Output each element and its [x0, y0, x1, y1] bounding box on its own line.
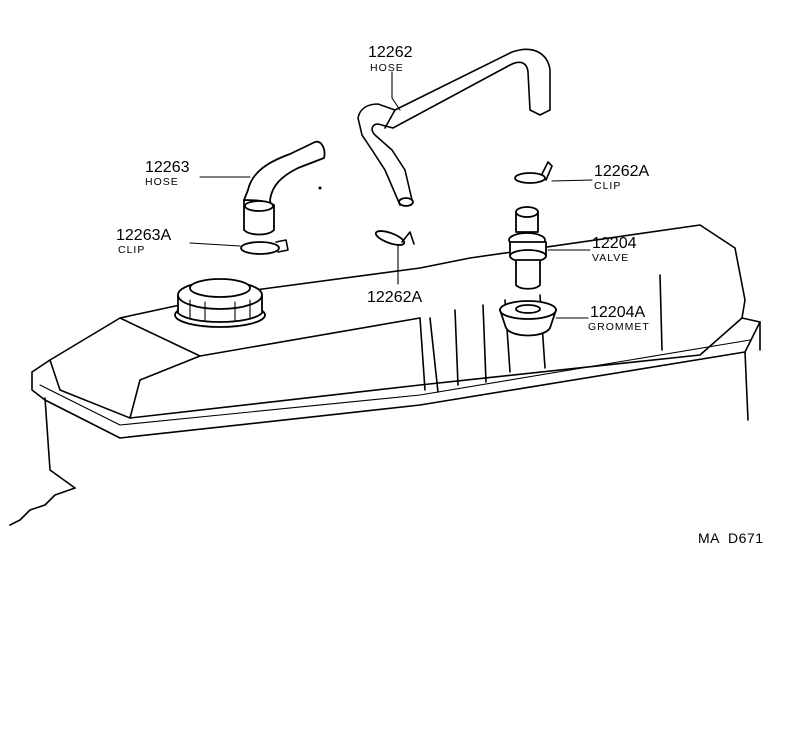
callout-12204-name: VALVE: [592, 252, 630, 264]
callout-12262a-center-number: 12262A: [367, 289, 423, 306]
callout-12263a-name: CLIP: [118, 244, 146, 256]
callout-12204a-name: GROMMET: [588, 321, 650, 333]
stray-dot: [318, 186, 322, 190]
valve-12204-part: [508, 206, 547, 290]
clip-12263a-part: [240, 239, 289, 255]
callout-12204a-number: 12204A: [590, 304, 646, 321]
callout-12262a-right-name: CLIP: [594, 180, 622, 192]
callout-12263-number: 12263: [145, 159, 190, 176]
callout-12262a-right-number: 12262A: [594, 163, 650, 180]
clip-12262a-center-part: [374, 230, 415, 246]
hose-12262-part: [357, 48, 551, 207]
callout-12262-name: HOSE: [370, 62, 404, 74]
diagram-code: MA D671: [698, 530, 764, 546]
oil-filler-cap: [174, 278, 266, 328]
callout-12204-number: 12204: [592, 235, 637, 252]
hose-12263-part: [243, 140, 326, 236]
callout-12263a-number: 12263A: [116, 227, 172, 244]
cylinder-head-cover: [9, 224, 761, 526]
leader-lines: [189, 71, 593, 319]
clip-12262a-right-part: [514, 161, 553, 184]
callout-12262-number: 12262: [368, 44, 413, 61]
grommet-12204a-part: [499, 300, 557, 337]
callout-12263-name: HOSE: [145, 176, 179, 188]
